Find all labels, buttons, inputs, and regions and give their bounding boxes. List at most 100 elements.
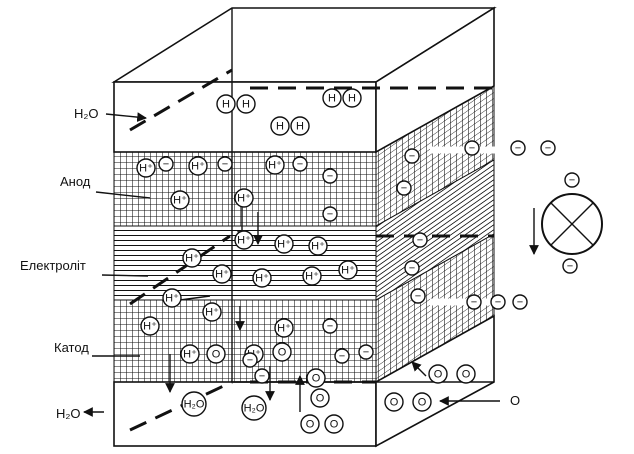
svg-text:O: O — [418, 397, 427, 409]
electron: − — [322, 206, 338, 222]
proton-ion: H⁺ — [274, 318, 294, 338]
top-chamber-side — [375, 6, 495, 154]
electron: − — [512, 294, 528, 310]
proton-ion: H⁺ — [182, 248, 202, 268]
svg-text:O: O — [278, 347, 287, 359]
proton-ion: H⁺ — [136, 158, 156, 178]
oxygen-atom: O — [300, 414, 320, 434]
proton-ion: H⁺ — [234, 188, 254, 208]
hydrogen-atom: H — [216, 94, 236, 114]
svg-text:−: − — [247, 355, 253, 367]
svg-text:H₂O: H₂O — [184, 399, 205, 411]
proton-ion: H⁺ — [234, 230, 254, 250]
oxygen-atom: O — [456, 364, 476, 384]
svg-text:H: H — [348, 93, 356, 105]
svg-text:−: − — [327, 321, 333, 333]
svg-text:H: H — [222, 99, 230, 111]
electron: − — [254, 368, 270, 384]
svg-text:−: − — [259, 371, 265, 383]
svg-text:H⁺: H⁺ — [183, 349, 197, 361]
svg-text:H₂O: H₂O — [244, 403, 265, 415]
electron: − — [562, 258, 578, 274]
svg-text:O: O — [212, 349, 221, 361]
proton-ion: H⁺ — [338, 260, 358, 280]
water-molecule: H₂O — [241, 395, 267, 421]
svg-text:−: − — [495, 297, 501, 309]
svg-text:−: − — [297, 159, 303, 171]
proton-ion: H⁺ — [162, 288, 182, 308]
proton-ion: H⁺ — [202, 302, 222, 322]
electron: − — [334, 348, 350, 364]
electron: − — [396, 180, 412, 196]
svg-text:O: O — [434, 369, 443, 381]
svg-text:H: H — [276, 121, 284, 133]
oxygen-atom: O — [428, 364, 448, 384]
svg-text:H⁺: H⁺ — [139, 163, 153, 175]
proton-ion: H⁺ — [140, 316, 160, 336]
hydrogen-atom: H — [322, 88, 342, 108]
proton-ion: H⁺ — [188, 156, 208, 176]
svg-text:−: − — [515, 143, 521, 155]
svg-text:−: − — [415, 291, 421, 303]
svg-text:−: − — [409, 263, 415, 275]
label-electrolyte: Електроліт — [20, 258, 86, 273]
svg-text:H⁺: H⁺ — [215, 269, 229, 281]
hydrogen-atom: H — [290, 116, 310, 136]
proton-ion: H⁺ — [252, 268, 272, 288]
svg-text:H: H — [296, 121, 304, 133]
proton-ion: H⁺ — [265, 155, 285, 175]
svg-text:−: − — [471, 297, 477, 309]
svg-text:−: − — [163, 159, 169, 171]
svg-text:H⁺: H⁺ — [341, 265, 355, 277]
svg-text:O: O — [306, 419, 315, 431]
svg-text:H⁺: H⁺ — [237, 235, 251, 247]
electron: − — [404, 148, 420, 164]
svg-text:H⁺: H⁺ — [237, 193, 251, 205]
svg-text:−: − — [469, 143, 475, 155]
svg-text:−: − — [545, 143, 551, 155]
hydrogen-atom: H — [270, 116, 290, 136]
cathode-layer-front — [113, 299, 377, 383]
svg-text:H⁺: H⁺ — [165, 293, 179, 305]
water-molecule: H₂O — [181, 391, 207, 417]
svg-text:−: − — [327, 171, 333, 183]
label-oxygen-in: O — [510, 393, 520, 408]
electron: − — [217, 156, 233, 172]
electron: − — [464, 140, 480, 156]
oxygen-atom: O — [206, 344, 226, 364]
proton-ion: H⁺ — [302, 266, 322, 286]
electron: − — [490, 294, 506, 310]
svg-text:H: H — [328, 93, 336, 105]
electron: − — [322, 318, 338, 334]
svg-text:O: O — [390, 397, 399, 409]
svg-text:−: − — [567, 261, 573, 273]
svg-text:O: O — [462, 369, 471, 381]
svg-text:H⁺: H⁺ — [191, 161, 205, 173]
electron: − — [322, 168, 338, 184]
proton-ion: H⁺ — [212, 264, 232, 284]
electron: − — [292, 156, 308, 172]
label-cathode: Катод — [54, 340, 89, 355]
svg-text:−: − — [327, 209, 333, 221]
svg-text:H⁺: H⁺ — [305, 271, 319, 283]
electron: − — [540, 140, 556, 156]
proton-ion: H⁺ — [308, 236, 328, 256]
svg-text:H⁺: H⁺ — [255, 273, 269, 285]
svg-text:H⁺: H⁺ — [277, 323, 291, 335]
svg-text:H⁺: H⁺ — [185, 253, 199, 265]
svg-text:−: − — [363, 347, 369, 359]
svg-text:H: H — [242, 99, 250, 111]
hydrogen-atom: H — [342, 88, 362, 108]
svg-text:−: − — [401, 183, 407, 195]
svg-text:H⁺: H⁺ — [173, 195, 187, 207]
electron: − — [410, 288, 426, 304]
electron: − — [510, 140, 526, 156]
label-anode: Анод — [60, 174, 91, 189]
svg-text:H⁺: H⁺ — [268, 160, 282, 172]
electron: − — [466, 294, 482, 310]
proton-ion: H⁺ — [274, 234, 294, 254]
electron: − — [564, 172, 580, 188]
svg-text:−: − — [222, 159, 228, 171]
electron: − — [412, 232, 428, 248]
svg-text:H⁺: H⁺ — [143, 321, 157, 333]
